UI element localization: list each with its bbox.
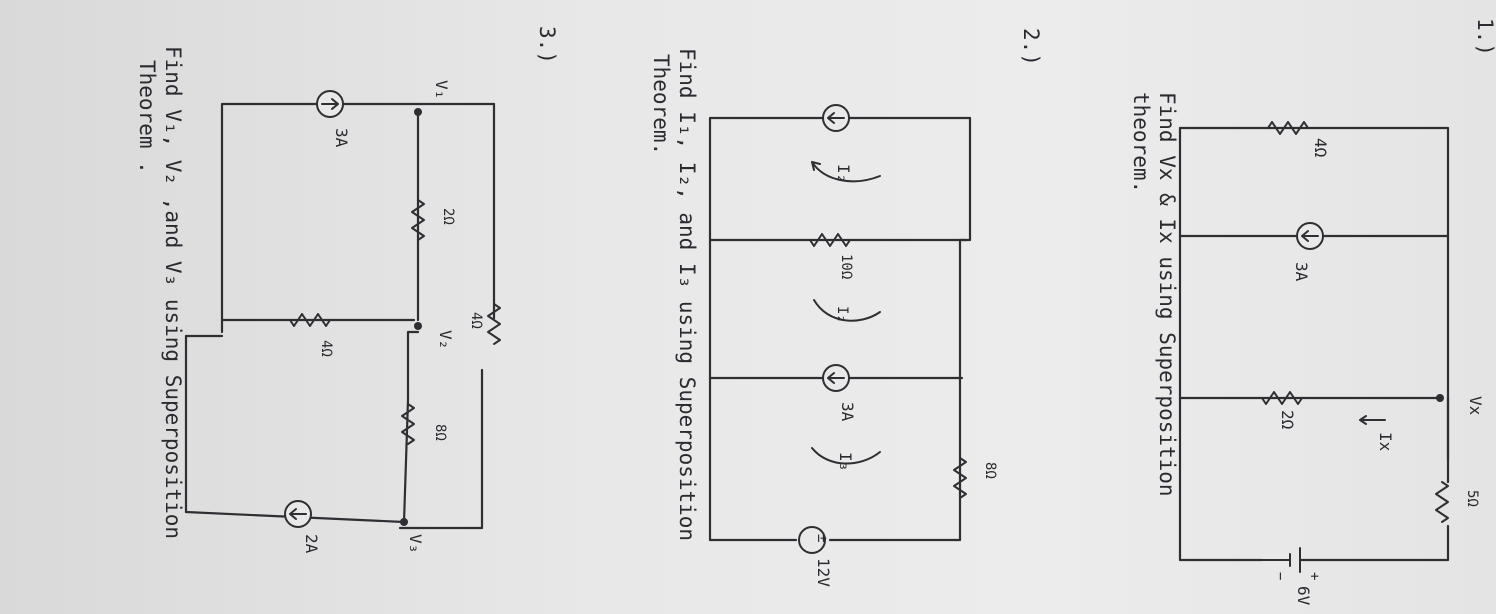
p1-task-line2: theorem. (1129, 92, 1153, 193)
p3-label-v1: V₁ (432, 80, 451, 99)
p2-label-8ohm: 8Ω (982, 462, 998, 479)
problem-3: 3.) V₁ 3A 2Ω 4Ω V₂ 4Ω 8Ω V₃ (135, 26, 559, 554)
problem-1-number: 1.) (1473, 18, 1496, 56)
problem-2: 2.) I₂ 10Ω I₂ 3A I₃ 8Ω ± 12V Find (649, 28, 1043, 587)
p3-label-2A: 2A (302, 534, 321, 554)
p1-node-vx (1436, 394, 1444, 402)
p2-label-loop3: I₃ (836, 452, 855, 471)
p1-resistor-4ohm (1267, 121, 1309, 135)
problem-3-number: 3.) (535, 26, 559, 64)
p2-label-loop1: I₂ (834, 164, 853, 183)
p1-resistor-2ohm (1261, 391, 1303, 405)
problem-1: 1.) 4Ω 3A Vx 5Ω Ix 2Ω + − 6V Fi (1129, 18, 1496, 606)
p2-loop1-arrow-icon (811, 161, 881, 183)
p3-label-v3: V₃ (406, 534, 425, 553)
p2-source-3A-arrow-icon (827, 372, 845, 384)
p1-right-wire (1298, 396, 1450, 562)
p3-task-line1: Find V₁, V₂ ,and V₃ using Superposition (161, 46, 185, 539)
p1-resistor-5ohm (1435, 481, 1449, 523)
p3-resistor-8ohm (401, 403, 415, 445)
p2-task-line1: Find I₁, I₂, and I₃ using Superposition (675, 48, 699, 541)
p1-source-arrow-icon (1301, 230, 1319, 242)
p1-ix-arrow-icon (1359, 415, 1386, 425)
p3-task-line2: Theorem . (135, 60, 159, 174)
p3-source-left-arrow-icon (321, 98, 339, 110)
p3-resistor-4ohm-mid (289, 313, 331, 327)
p2-label-12v: 12V (814, 558, 833, 587)
p3-label-4ohm-mid: 4Ω (318, 340, 334, 357)
p3-outer-left (184, 102, 496, 338)
p2-label-3A: 3A (838, 402, 857, 422)
p1-label-3A: 3A (1292, 262, 1311, 282)
p2-loop1-head (811, 161, 821, 171)
p3-outer-right (398, 102, 496, 530)
p3-label-4ohm-top: 4Ω (468, 312, 484, 329)
p1-label-4ohm: 4Ω (1311, 138, 1330, 158)
p2-resistor-10ohm (809, 233, 851, 247)
p3-resistor-4ohm-top (487, 303, 501, 345)
p3-source-right-arrow-icon (289, 508, 307, 520)
problem-2-number: 2.) (1019, 28, 1043, 66)
p2-loop3-arrow-icon (811, 447, 881, 465)
p2-source-12v-sign: ± (814, 534, 830, 542)
p2-voltage-source-12v (798, 526, 826, 554)
p1-label-minus: − (1272, 572, 1288, 580)
p2-loop2-arrow-icon (813, 299, 881, 322)
p1-label-2ohm: 2Ω (1278, 410, 1297, 430)
p2-task-line2: Theorem. (649, 54, 673, 155)
p3-label-8ohm: 8Ω (432, 424, 448, 441)
p3-label-v2: V₂ (436, 330, 455, 349)
p1-label-vx: Vx (1466, 396, 1485, 416)
p1-bottom-wire (1178, 126, 1264, 562)
p3-node-v3 (400, 518, 408, 526)
p2-label-loop2: I₂ (834, 306, 850, 323)
p1-task-line1: Find Vx & Ix using Superposition (1155, 92, 1179, 497)
p3-label-2ohm: 2Ω (440, 208, 456, 225)
p1-label-5ohm: 5Ω (1464, 490, 1480, 507)
p3-label-3A: 3A (332, 128, 351, 148)
p3-mid-rail (406, 110, 420, 402)
p1-label-plus: + (1306, 572, 1322, 580)
p1-label-ix: Ix (1376, 432, 1395, 452)
p2-resistor-8ohm (953, 457, 967, 499)
p2-source-left-arrow-icon (827, 112, 845, 124)
p1-top-wire (1178, 126, 1450, 462)
p3-node-v1 (414, 108, 422, 116)
p2-label-10ohm: 10Ω (838, 254, 854, 279)
p3-resistor-2ohm (411, 199, 425, 241)
p1-battery-6v (1289, 547, 1301, 573)
p3-node-v2 (414, 322, 422, 330)
p1-label-6v: 6V (1294, 586, 1313, 606)
